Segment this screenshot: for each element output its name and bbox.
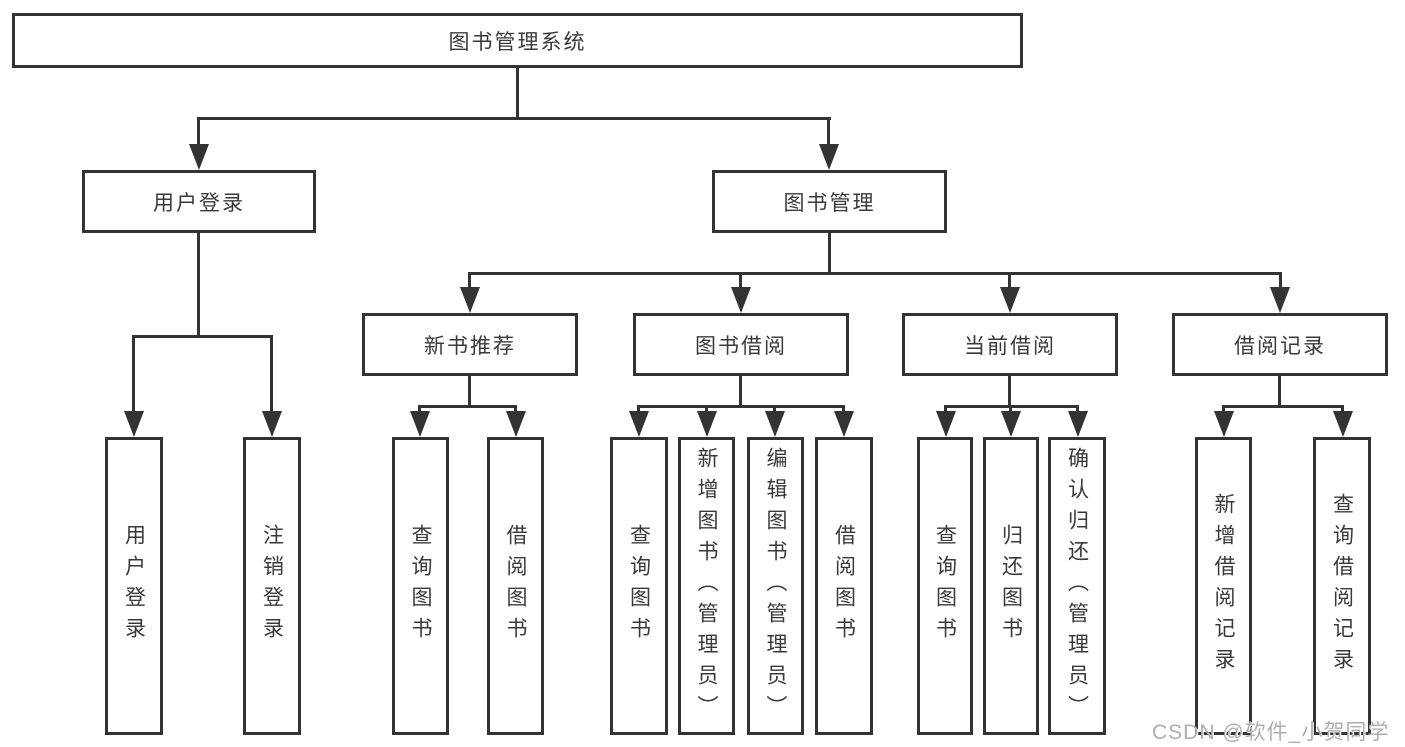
connector-l3-bar <box>468 272 1282 275</box>
arrow-down-icon <box>936 411 956 437</box>
leaf-add-books-admin: 新增图书（管理员） <box>678 437 735 735</box>
node-user-login-label: 用户登录 <box>153 191 245 215</box>
arrow-down-icon <box>124 411 144 437</box>
node-new-book-recommend-label: 新书推荐 <box>424 334 516 358</box>
leaf-label: 编辑图书（管理员） <box>764 446 787 726</box>
connector-recommend-bar <box>418 405 517 408</box>
connector-root-stub <box>516 68 519 120</box>
arrow-down-icon <box>189 144 209 170</box>
node-user-login: 用户登录 <box>82 170 316 233</box>
leaf-confirm-return-admin: 确认归还（管理员） <box>1048 437 1106 735</box>
leaf-user-login: 用户登录 <box>105 437 163 735</box>
connector-l3-drop <box>468 275 471 291</box>
connector-current-bar <box>944 405 1079 408</box>
arrow-down-icon <box>834 411 854 437</box>
connector-records-bar <box>1222 405 1344 408</box>
connector-userlogin-bar <box>132 335 273 338</box>
node-book-management-label: 图书管理 <box>783 191 876 215</box>
leaf-label: 确认归还（管理员） <box>1065 446 1089 726</box>
arrow-down-icon <box>1068 411 1088 437</box>
leaf-label: 新增图书（管理员） <box>695 446 718 726</box>
node-book-borrow-label: 图书借阅 <box>695 334 787 358</box>
leaf-label: 查询借阅记录 <box>1330 493 1354 679</box>
connector-userlogin-drop <box>132 338 135 412</box>
leaf-query-books: 查询图书 <box>610 437 668 735</box>
connector-l2-bar <box>197 117 831 120</box>
leaf-label: 查询图书 <box>933 524 957 648</box>
arrow-down-icon <box>629 411 649 437</box>
node-borrow-records-label: 借阅记录 <box>1234 334 1326 358</box>
leaf-label: 用户登录 <box>122 524 146 648</box>
leaf-label: 新增借阅记录 <box>1212 493 1235 679</box>
leaf-borrow-books: 借阅图书 <box>487 437 544 735</box>
connector-bookmgmt-stub <box>828 233 831 275</box>
connector-userlogin-stub <box>197 233 200 338</box>
arrow-down-icon <box>506 411 526 437</box>
connector-recommend-stub <box>468 376 471 408</box>
node-root-label: 图书管理系统 <box>448 30 587 54</box>
arrow-down-icon <box>1000 287 1020 313</box>
connector-l3-drop <box>1008 275 1011 291</box>
leaf-label: 借阅图书 <box>832 524 856 648</box>
leaf-label: 查询图书 <box>409 524 432 648</box>
arrow-down-icon <box>819 144 839 170</box>
connector-l3-drop <box>739 275 742 291</box>
leaf-label: 查询图书 <box>627 524 651 648</box>
node-book-borrow: 图书借阅 <box>633 313 849 376</box>
leaf-label: 注销登录 <box>260 524 284 648</box>
leaf-edit-books-admin: 编辑图书（管理员） <box>747 437 804 735</box>
leaf-return-books: 归还图书 <box>983 437 1039 735</box>
leaf-borrow-books: 借阅图书 <box>815 437 873 735</box>
node-current-borrow: 当前借阅 <box>902 313 1118 376</box>
arrow-down-icon <box>1270 287 1290 313</box>
connector-records-stub <box>1278 376 1281 408</box>
connector-l2-drop-right <box>827 120 830 146</box>
arrow-down-icon <box>1333 411 1353 437</box>
arrow-down-icon <box>410 411 430 437</box>
connector-borrow-bar <box>637 405 845 408</box>
leaf-logout: 注销登录 <box>243 437 301 735</box>
connector-borrow-stub <box>739 376 742 408</box>
node-root: 图书管理系统 <box>12 13 1023 68</box>
node-borrow-records: 借阅记录 <box>1172 313 1388 376</box>
arrow-down-icon <box>262 411 282 437</box>
arrow-down-icon <box>1001 411 1021 437</box>
leaf-add-borrow-record: 新增借阅记录 <box>1195 437 1252 735</box>
arrow-down-icon <box>1214 411 1234 437</box>
connector-current-stub <box>1008 376 1011 408</box>
arrow-down-icon <box>460 287 480 313</box>
node-current-borrow-label: 当前借阅 <box>964 334 1056 358</box>
leaf-label: 借阅图书 <box>504 524 527 648</box>
leaf-query-books: 查询图书 <box>917 437 973 735</box>
leaf-label: 归还图书 <box>999 524 1023 648</box>
leaf-query-borrow-record: 查询借阅记录 <box>1313 437 1371 735</box>
arrow-down-icon <box>731 287 751 313</box>
csdn-watermark: CSDN @软件_小贺同学 <box>1152 721 1390 744</box>
connector-l3-drop <box>1279 275 1282 291</box>
leaf-query-books: 查询图书 <box>392 437 449 735</box>
arrow-down-icon <box>765 411 785 437</box>
node-book-management: 图书管理 <box>712 170 947 233</box>
connector-userlogin-drop <box>270 338 273 412</box>
node-new-book-recommend: 新书推荐 <box>362 313 578 376</box>
arrow-down-icon <box>697 411 717 437</box>
connector-l2-drop-left <box>197 120 200 146</box>
